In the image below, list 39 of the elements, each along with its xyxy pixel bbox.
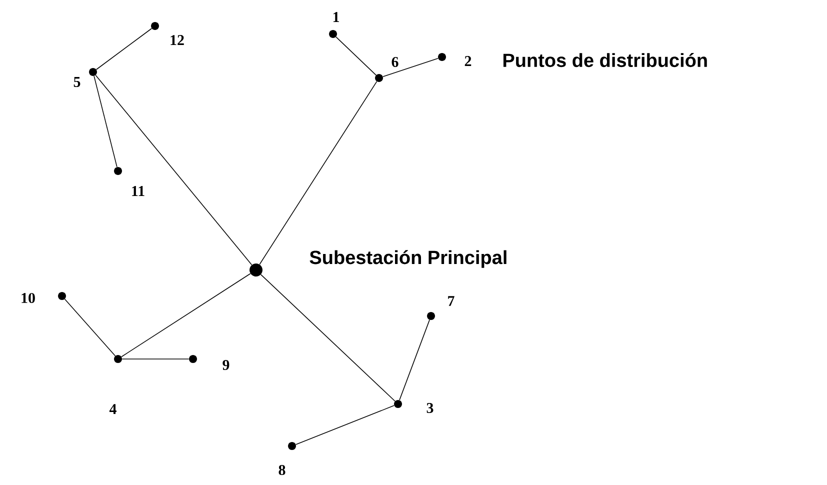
- line: [122, 358, 190, 360]
- point-dot: [288, 442, 296, 450]
- point-number: 8: [278, 464, 286, 476]
- station-label: Subestación Principal: [310, 250, 506, 268]
- point-dot: [114, 167, 122, 175]
- point-dot: [89, 68, 97, 76]
- point-number: 5: [74, 77, 80, 87]
- line: [259, 81, 378, 265]
- point-dot: [375, 74, 383, 82]
- point-number: 9: [222, 360, 230, 370]
- line: [382, 58, 438, 78]
- point-dot: [114, 355, 122, 363]
- point-dot: [329, 30, 337, 38]
- point-dot: [394, 400, 402, 408]
- point-number: 7: [448, 296, 454, 306]
- line: [399, 320, 430, 400]
- point-number: 2: [464, 56, 472, 66]
- point-number: 12: [170, 35, 184, 45]
- heading-label: Puntos de distribución: [503, 52, 707, 68]
- point-dot: [427, 312, 435, 320]
- line: [94, 76, 118, 168]
- substation-dot: [250, 264, 262, 276]
- point-dot: [58, 292, 66, 300]
- line: [95, 74, 252, 266]
- line: [296, 405, 394, 445]
- point-number: 1: [333, 12, 339, 22]
- line: [121, 273, 251, 358]
- line: [64, 298, 116, 356]
- point-number: 10: [22, 292, 35, 304]
- point-number: 11: [132, 186, 144, 196]
- point-number: 3: [426, 402, 434, 414]
- line: [336, 36, 376, 76]
- point-dot: [189, 355, 197, 363]
- line: [260, 274, 396, 402]
- point-dot: [438, 53, 446, 61]
- point-number: 6: [392, 56, 398, 68]
- line: [96, 28, 152, 70]
- point-dot: [151, 22, 159, 30]
- point-number: 4: [109, 404, 116, 414]
